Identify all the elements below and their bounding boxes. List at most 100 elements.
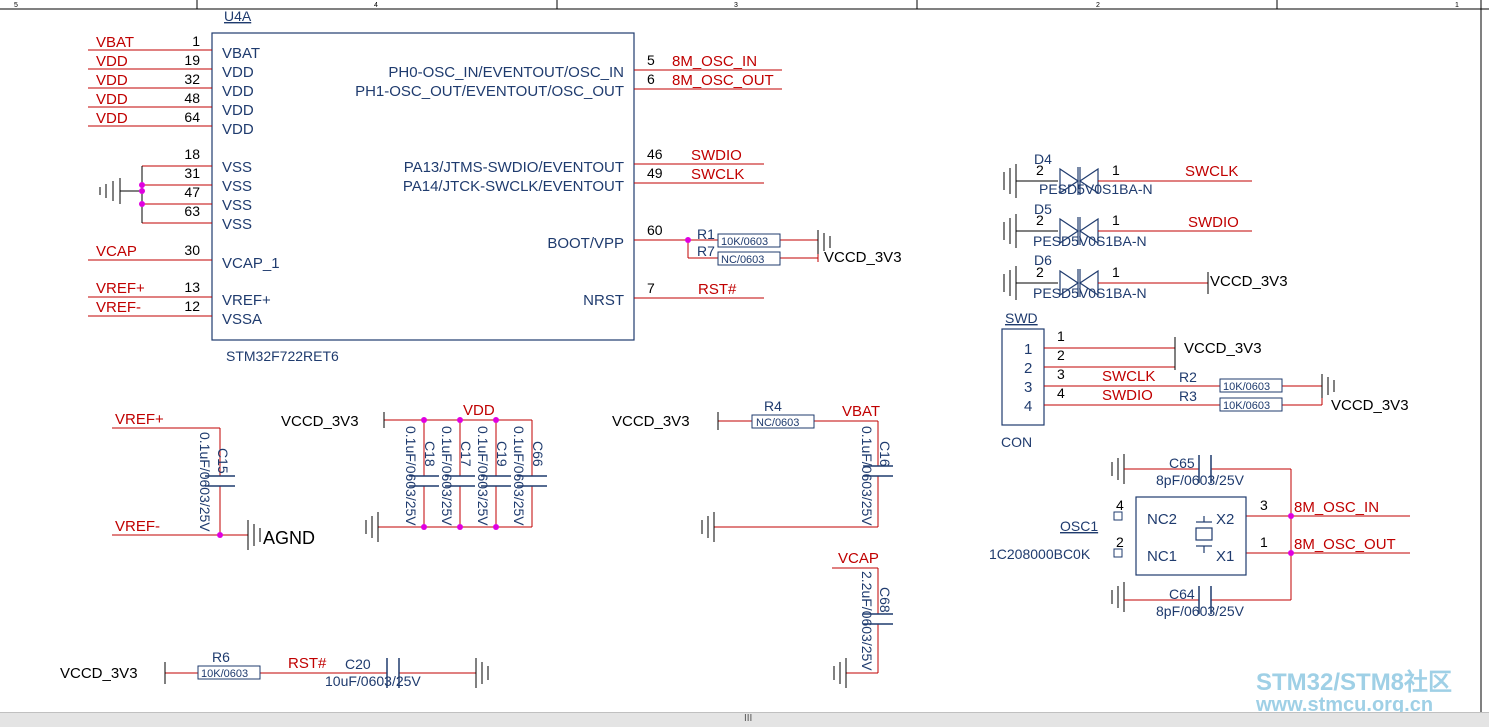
cap-ref: C17 <box>458 441 474 467</box>
cap-value: 0.1uF/0603/25V <box>511 426 527 526</box>
vdd-decoupling[interactable]: VCCD_3V3 VDD C18 0.1uF/0603/25V C17 0.1u… <box>281 402 547 542</box>
pin-number: 3 <box>1260 497 1268 513</box>
horizontal-scrollbar[interactable]: III <box>0 712 1489 727</box>
oscillator-body <box>1135 496 1247 576</box>
pin-number: 5 <box>647 52 655 68</box>
pin-number: 47 <box>184 184 200 200</box>
tvs-diodes[interactable]: D4 2 1 PESD5V0S1BA-N SWCLK D5 2 1 PESD5V… <box>1003 151 1288 301</box>
zone-label: 4 <box>374 2 378 9</box>
diode-pin: 1 <box>1112 212 1120 228</box>
resistor-ref: R4 <box>764 398 782 414</box>
resistor-ref: R7 <box>697 243 715 259</box>
capacitor-c17 <box>445 475 475 487</box>
cap-ref: C16 <box>877 441 893 467</box>
pin-number: 30 <box>184 242 200 258</box>
mcu-u4a[interactable]: U4A STM32F722RET6 <box>88 8 782 364</box>
cap-ref: C18 <box>422 441 438 467</box>
diode-part: PESD5V0S1BA-N <box>1033 233 1147 249</box>
cap-ref: C19 <box>494 441 510 467</box>
net-label: VDD <box>96 110 128 127</box>
mcu-part: STM32F722RET6 <box>226 348 339 364</box>
vcap-decoupling[interactable]: VCAP C68 2.2uF/0603/25V <box>832 550 893 688</box>
pin-name: PA14/JTCK-SWCLK/EVENTOUT <box>403 178 624 195</box>
pin-number: 49 <box>647 165 663 181</box>
sheet-border <box>0 0 1489 712</box>
pin-name: VREF+ <box>222 292 271 309</box>
osc-pin-name: NC2 <box>1147 511 1177 528</box>
capacitor-c15 <box>205 475 235 487</box>
junction-dots <box>421 417 499 530</box>
resistor-r3 <box>1219 397 1283 412</box>
cap-value: 0.1uF/0603/25V <box>859 426 875 526</box>
resistor-ref: R6 <box>212 649 230 665</box>
diode-pin: 2 <box>1036 212 1044 228</box>
capacitor-c66 <box>517 475 547 487</box>
swd-connector[interactable]: SWD 1 2 3 4 CON 1 2 3 4 SWCLK SWDIO VCCD… <box>1001 310 1409 450</box>
net-label: VDD <box>96 53 128 70</box>
zone-label: 2 <box>1096 2 1100 9</box>
cap-ref: C15 <box>215 448 231 474</box>
capacitor-c19 <box>481 475 511 487</box>
osc-ref: OSC1 <box>1060 518 1098 534</box>
resistor-value: 10K/0603 <box>201 668 248 680</box>
net-label: VDD <box>96 91 128 108</box>
scrollbar-grip[interactable]: III <box>744 713 753 724</box>
pin-name: VSSA <box>222 311 262 328</box>
pin-name: PH1-OSC_OUT/EVENTOUT/OSC_OUT <box>355 83 624 100</box>
diode-ref: D4 <box>1034 151 1052 167</box>
net-label: VDD <box>463 402 495 419</box>
net-label: SWCLK <box>691 166 744 183</box>
net-label: VDD <box>96 72 128 89</box>
resistor-r7 <box>717 251 781 266</box>
pin-number: 6 <box>647 71 655 87</box>
vref-decoupling[interactable]: VREF+ VREF- C15 0.1uF/0603/25V AGND <box>112 411 315 550</box>
vbat-supply[interactable]: VCCD_3V3 R4 NC/0603 VBAT C16 0.1uF/0603/… <box>612 398 893 542</box>
connector-body <box>1001 328 1045 426</box>
pin-marker <box>1113 511 1123 521</box>
capacitor-c16 <box>863 465 893 477</box>
power-label: VCCD_3V3 <box>1210 273 1288 290</box>
pin-name: NRST <box>583 292 624 309</box>
osc-pin-name: NC1 <box>1147 548 1177 565</box>
connector-ref: SWD <box>1005 310 1038 326</box>
pin-name: PA13/JTMS-SWDIO/EVENTOUT <box>404 159 624 176</box>
pin-name: VDD <box>222 64 254 81</box>
pin-number: 4 <box>1057 385 1065 401</box>
mcu-body <box>211 32 635 341</box>
pin-name: VDD <box>222 121 254 138</box>
connector-pin-label: 3 <box>1024 379 1032 396</box>
net-label: VREF+ <box>96 280 145 297</box>
net-label: VREF+ <box>115 411 164 428</box>
resistor-r1 <box>717 233 781 248</box>
tvs-d6 <box>1003 266 1209 300</box>
pin-number: 3 <box>1057 366 1065 382</box>
watermark-title: STM32/STM8社区 <box>1256 668 1452 696</box>
pin-name: VSS <box>222 197 252 214</box>
capacitor-c65 <box>1198 455 1212 483</box>
reset-circuit[interactable]: VCCD_3V3 R6 10K/0603 RST# C20 10uF/0603/… <box>60 649 489 689</box>
pin-number: 2 <box>1057 347 1065 363</box>
resistor-ref: R1 <box>697 226 715 242</box>
cap-value: 0.1uF/0603/25V <box>439 426 455 526</box>
pin-name: VCAP_1 <box>222 255 280 272</box>
net-label: RST# <box>698 281 737 298</box>
pin-number: 60 <box>647 222 663 238</box>
net-label: 8M_OSC_IN <box>672 53 757 70</box>
pin-name: BOOT/VPP <box>547 235 624 252</box>
oscillator-osc1[interactable]: C65 8pF/0603/25V C64 8pF/0603/25V NC2 NC… <box>989 454 1410 619</box>
osc-pin-name: X2 <box>1216 511 1234 528</box>
cap-value: 0.1uF/0603/25V <box>197 432 213 532</box>
zone-label: 1 <box>1455 2 1459 9</box>
pin-number: 1 <box>1260 534 1268 550</box>
resistor-value: NC/0603 <box>721 254 764 266</box>
junction-dot <box>217 532 223 538</box>
diode-ref: D6 <box>1034 252 1052 268</box>
power-label: VCCD_3V3 <box>60 665 138 682</box>
boot-resistors[interactable]: R1 R7 10K/0603 NC/0603 VCCD_3V3 <box>685 226 902 266</box>
resistor-ref: R3 <box>1179 388 1197 404</box>
pin-name: VSS <box>222 159 252 176</box>
cap-value: 8pF/0603/25V <box>1156 472 1245 488</box>
pin-number: 13 <box>184 279 200 295</box>
cap-value: 8pF/0603/25V <box>1156 603 1245 619</box>
net-label: VBAT <box>842 403 880 420</box>
